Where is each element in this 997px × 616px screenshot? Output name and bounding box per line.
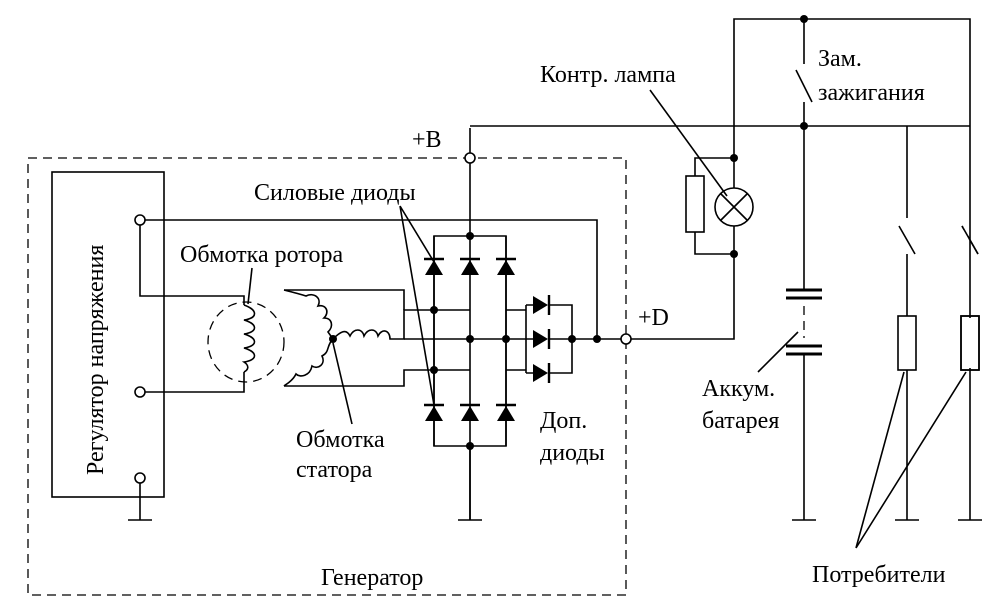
- rotor-winding-label: Обмотка ротора: [180, 242, 343, 268]
- regulator-terminal-middle: [134, 386, 146, 398]
- consumer-2-resistor-outline: [960, 315, 980, 371]
- diode-upper-2: [458, 257, 482, 277]
- ignition-label-line1: Зам.: [818, 46, 862, 72]
- consumers-leader: [855, 371, 967, 549]
- generator-label: Генератор: [321, 565, 423, 591]
- regulator-field-wire-top: [139, 225, 245, 305]
- power-diodes-label: Силовые диоды: [254, 180, 416, 206]
- rotor-winding: [207, 301, 285, 383]
- battery-label-line1: Аккум.: [702, 376, 775, 402]
- diode-lower-1: [422, 403, 446, 423]
- terminal-d-wire: [631, 254, 735, 340]
- extra-diodes-label-line1: Доп.: [540, 408, 587, 434]
- regulator-ground-wire: [128, 483, 152, 521]
- diode-lower-3: [494, 403, 518, 423]
- extra-diode-3: [531, 361, 551, 385]
- diode-lower-2: [458, 403, 482, 423]
- rotor-label-leader: [247, 267, 253, 305]
- voltage-regulator-box: [51, 171, 165, 498]
- regulator-field-wire-bottom: [145, 372, 245, 393]
- ignition-switch: [733, 15, 971, 520]
- control-lamp-label: Контр. лампа: [540, 62, 676, 88]
- extra-diode-1: [531, 293, 551, 317]
- extra-diodes-label-line2: диоды: [540, 440, 605, 466]
- consumers-label: Потребители: [812, 562, 946, 588]
- terminal-b-label: +B: [412, 127, 442, 153]
- lamp-bypass-resistor: [685, 175, 705, 233]
- bridge-ground-wire: [458, 446, 482, 521]
- battery: [786, 126, 822, 521]
- stator-phase-wire-top: [284, 289, 405, 310]
- stator-winding-label-line1: Обмотка: [296, 427, 385, 453]
- voltage-regulator-label: Регулятор напряжения: [83, 245, 109, 475]
- control-lamp-leader: [649, 89, 728, 197]
- generator-boundary: [27, 157, 627, 596]
- ignition-label-line2: зажигания: [818, 80, 925, 106]
- control-lamp-circuit: [685, 126, 754, 258]
- power-diodes-leader: [399, 205, 435, 406]
- regulator-terminal-top: [134, 214, 146, 226]
- stator-winding: [283, 289, 470, 387]
- consumer-2-switch-blade: [961, 225, 979, 255]
- consumer-1-resistor: [897, 315, 917, 371]
- terminal-b: [464, 152, 476, 164]
- terminal-d-label: +D: [638, 305, 669, 331]
- regulator-terminal-bottom: [134, 472, 146, 484]
- extra-diode-2: [531, 327, 551, 351]
- control-lamp-icon: [714, 187, 754, 227]
- battery-leader: [757, 331, 799, 373]
- regulator-sense-wire: [145, 219, 598, 338]
- consumer-1: [895, 126, 919, 521]
- stator-winding-label-line2: статора: [296, 457, 373, 483]
- extra-diode-group: [506, 293, 621, 385]
- battery-label-line2: батарея: [702, 408, 779, 434]
- diode-upper-3: [494, 257, 518, 277]
- stator-label-leader: [332, 342, 353, 425]
- terminal-d: [620, 333, 632, 345]
- stator-phase-wire-bottom: [284, 369, 470, 387]
